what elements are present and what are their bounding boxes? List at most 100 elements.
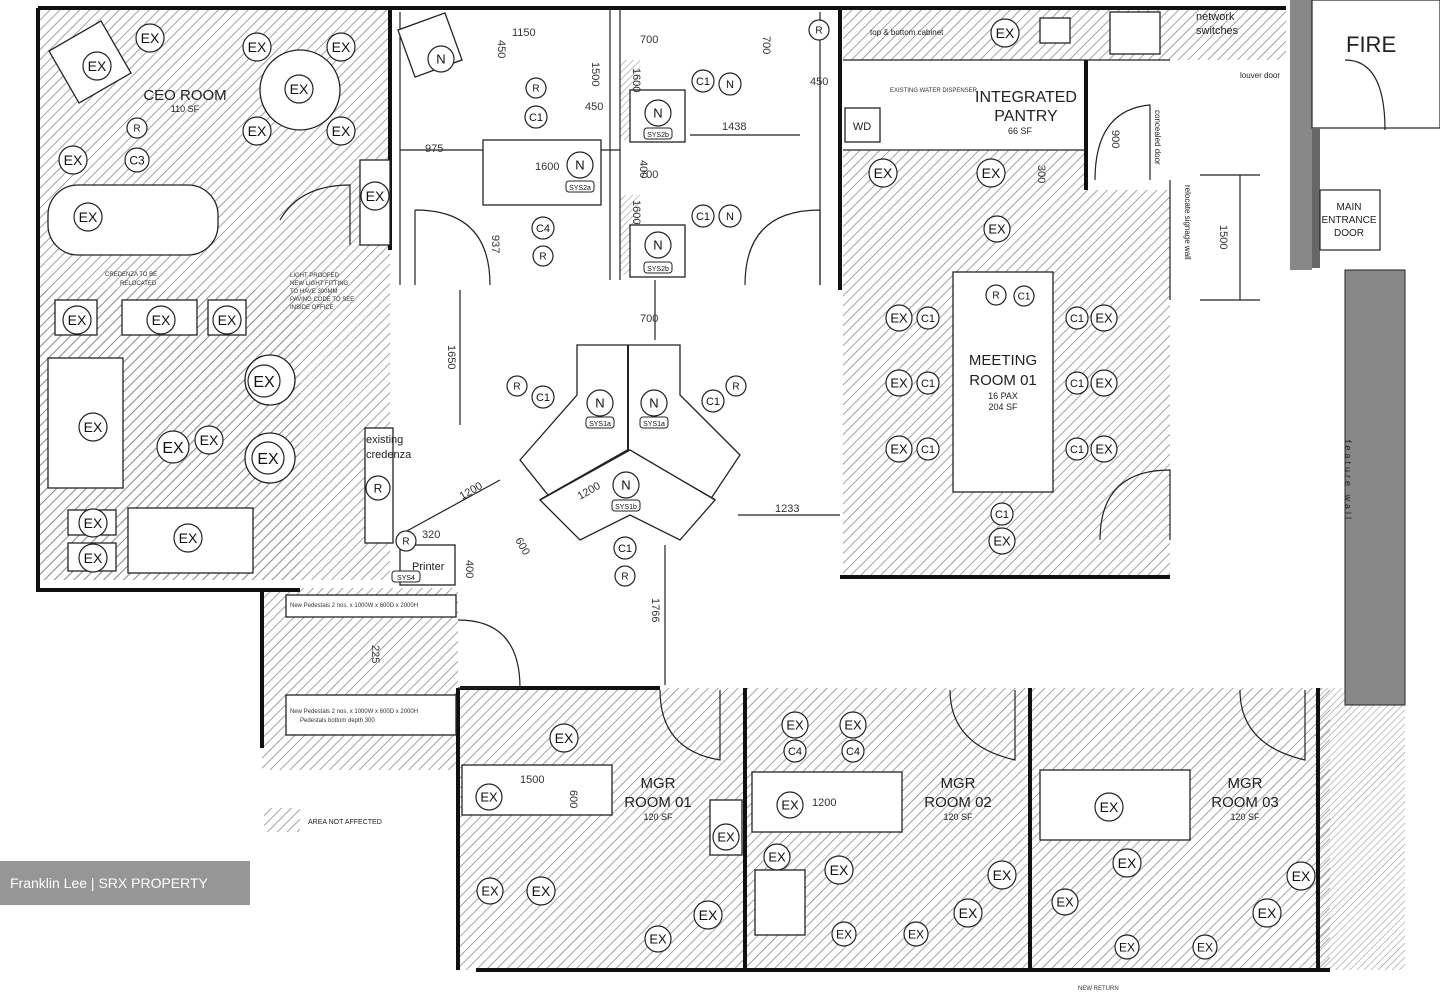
cabinet-label: top & bottom cabinet <box>870 28 944 37</box>
symbol-circle <box>1252 898 1282 928</box>
symbol-ex-68: EX <box>475 783 503 811</box>
symbol-label: EX <box>844 718 862 733</box>
symbol-circle <box>1065 371 1089 395</box>
symbol-c1-63: C1 <box>1065 437 1089 461</box>
symbol-label: EX <box>717 830 735 845</box>
dim-1600c: 1600 <box>630 200 642 224</box>
dim-300: 300 <box>1035 165 1047 183</box>
symbol-label: EX <box>88 58 107 74</box>
symbol-ex-6: EX <box>326 116 356 146</box>
symbol-r-47: R <box>395 530 417 552</box>
symbol-label: R <box>532 84 539 95</box>
symbol-label: R <box>815 26 822 37</box>
mgr2-name-line2: ROOM 02 <box>924 794 992 811</box>
symbol-ex-18: EX <box>194 425 224 455</box>
mgr3-area: 120 SF <box>1230 812 1260 822</box>
symbol-label: EX <box>332 39 351 55</box>
symbol-ex-56: EX <box>1090 304 1118 332</box>
symbol-circle <box>1114 934 1140 960</box>
symbol-ex-88: EX <box>1252 898 1282 928</box>
symbol-ex-78: EX <box>776 791 804 819</box>
symbol-ex-74: EX <box>781 711 809 739</box>
symbol-circle <box>718 204 742 228</box>
symbol-label: EX <box>68 312 87 328</box>
symbol-circle <box>644 99 672 127</box>
dim-1500c: 1500 <box>520 774 544 786</box>
symbol-circle <box>395 530 417 552</box>
dim-400b: 400 <box>637 160 649 178</box>
symbol-label: EX <box>1292 868 1311 884</box>
symbol-circle <box>524 105 548 129</box>
symbol-circle <box>58 145 88 175</box>
symbol-circle <box>841 739 865 763</box>
symbol-label: EX <box>996 25 1015 41</box>
symbol-ex-20: EX <box>173 523 203 553</box>
symbol-label: EX <box>152 312 171 328</box>
symbol-label: EX <box>257 451 279 468</box>
symbol-c3-8: C3 <box>124 147 150 173</box>
symbol-circle <box>712 823 740 851</box>
symbol-label: EX <box>366 188 385 204</box>
symbol-circle <box>613 536 637 560</box>
symbol-label: C1 <box>995 509 1009 521</box>
symbol-ex-91: EX <box>1192 934 1218 960</box>
dim-320: 320 <box>422 529 440 541</box>
symbol-circle <box>427 45 455 73</box>
fire-stair-block <box>1290 0 1440 706</box>
symbol-circle <box>531 385 555 409</box>
symbol-circle <box>916 306 940 330</box>
symbol-c1-59: C1 <box>1065 371 1089 395</box>
symbol-circle <box>983 215 1011 243</box>
symbol-label: C3 <box>129 153 145 167</box>
symbol-label: EX <box>786 718 804 733</box>
symbol-label: N <box>649 396 658 411</box>
symbol-circle <box>135 23 165 53</box>
symbol-label: EX <box>874 165 893 181</box>
dim-450: 450 <box>495 40 507 58</box>
feature-wall-label: feature wall <box>1343 440 1353 522</box>
symbol-label: EX <box>200 432 219 448</box>
symbol-label: EX <box>290 81 309 97</box>
network-switches-label-1: network <box>1196 11 1235 23</box>
dim-700c: 700 <box>640 169 658 181</box>
door-swings <box>279 104 1306 761</box>
network-switches-label-2: switches <box>1196 25 1239 37</box>
symbol-ex-61: EX <box>885 435 913 463</box>
symbol-circle <box>549 723 579 753</box>
walls <box>36 6 1330 972</box>
symbol-ex-36: EX <box>990 18 1020 48</box>
credenza-note-1: CREDENZA TO BE <box>105 272 157 278</box>
symbol-circle <box>824 855 854 885</box>
symbol-n-43: N <box>612 471 640 499</box>
symbol-label: EX <box>162 440 184 457</box>
dim-975: 975 <box>425 143 443 155</box>
symbol-label: N <box>726 211 734 223</box>
symbol-label: R <box>732 382 739 393</box>
symbol-circle <box>78 508 108 538</box>
symbol-r-51: R <box>985 284 1007 306</box>
symbol-c1-38: C1 <box>531 385 555 409</box>
symbol-circle <box>1065 306 1089 330</box>
sys-tag-box <box>643 127 673 140</box>
symbol-label: EX <box>332 123 351 139</box>
symbol-ex-4: EX <box>284 74 314 104</box>
symbol-c1-54: C1 <box>916 306 940 330</box>
symbol-label: EX <box>1119 940 1135 954</box>
symbol-c4-27: C4 <box>531 216 555 240</box>
symbol-circle <box>718 72 742 96</box>
symbol-circle <box>78 543 108 573</box>
ceo-room-area: 110 SF <box>171 104 200 114</box>
symbol-circle <box>725 375 747 397</box>
symbol-label: N <box>575 158 584 173</box>
dim-937: 937 <box>489 235 501 253</box>
pedestal-bottom-label-2: Pedestals bottom depth 300 <box>300 718 375 724</box>
symbol-label: C1 <box>1070 313 1084 325</box>
symbol-ex-64: EX <box>1090 435 1118 463</box>
wd-label: WD <box>853 121 871 133</box>
symbol-c1-55: C1 <box>1065 306 1089 330</box>
symbol-label: EX <box>141 30 160 46</box>
symbol-ex-69: EX <box>476 877 504 905</box>
symbol-label: N <box>726 79 734 91</box>
symbol-c1-41: C1 <box>701 389 725 413</box>
symbol-ex-66: EX <box>988 527 1016 555</box>
